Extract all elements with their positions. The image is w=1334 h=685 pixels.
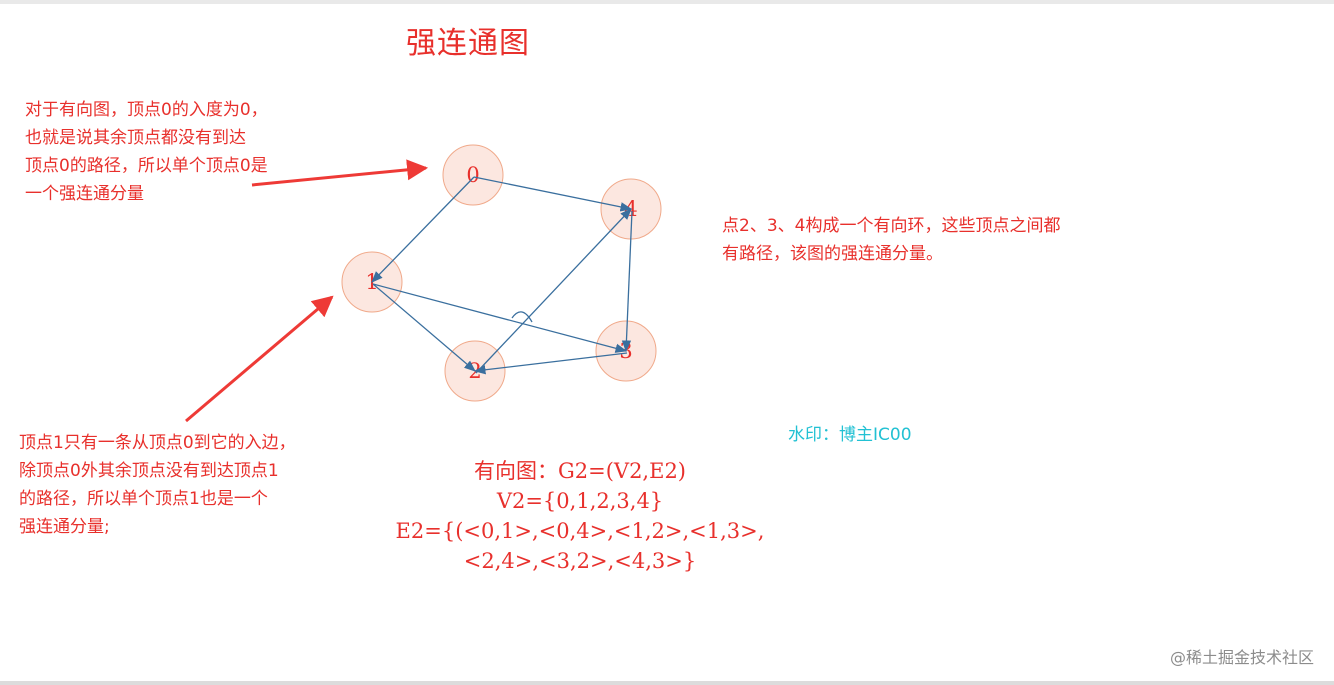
top-border <box>0 0 1334 4</box>
edge-crossing-jump <box>511 311 533 323</box>
note-cycle-line: 有路径，该图的强连通分量。 <box>722 244 943 264</box>
formula-block: 有向图：G2=(V2,E2) V2={0,1,2,3,4} E2={(<0,1>… <box>350 456 810 576</box>
node-0 <box>442 144 504 206</box>
edge-3-2 <box>473 352 628 375</box>
callout-arrow-vertex-1 <box>185 295 334 423</box>
note-vertex-1: 顶点1只有一条从顶点0到它的入边， 除顶点0外其余顶点没有到达顶点1 的路径，所… <box>19 429 296 541</box>
callout-arrow-vertex-0 <box>251 159 429 187</box>
watermark-text: 水印：博主IC00 <box>788 425 912 445</box>
bottom-border <box>0 681 1334 685</box>
page-title: 强连通图 <box>406 26 530 61</box>
edge-0-4 <box>473 176 633 212</box>
formula-line: 有向图：G2=(V2,E2) <box>473 459 686 483</box>
edge-4-3 <box>621 210 633 353</box>
edge-1-3 <box>372 283 628 353</box>
note-vertex-1-line: 的路径，所以单个顶点1也是一个 <box>19 489 268 509</box>
note-vertex-0-line: 对于有向图，顶点0的入度为0， <box>25 100 268 120</box>
note-vertex-0-line: 一个强连通分量 <box>25 184 144 204</box>
note-vertex-1-line: 顶点1只有一条从顶点0到它的入边， <box>19 433 296 453</box>
edge-layer <box>371 176 633 375</box>
note-cycle: 点2、3、4构成一个有向环，这些顶点之间都 有路径，该图的强连通分量。 <box>722 212 1060 268</box>
formula-line: E2={(<0,1>,<0,4>,<1,2>,<1,3>, <box>395 519 765 543</box>
formula-line: V2={0,1,2,3,4} <box>496 489 664 513</box>
note-vertex-0: 对于有向图，顶点0的入度为0， 也就是说其余顶点都没有到达 顶点0的路径，所以单… <box>25 96 268 208</box>
note-vertex-0-line: 顶点0的路径，所以单个顶点0是 <box>25 156 268 176</box>
edge-2-4 <box>475 208 632 374</box>
edge-1-2 <box>372 283 476 372</box>
note-vertex-1-line: 除顶点0外其余顶点没有到达顶点1 <box>19 461 279 481</box>
note-cycle-line: 点2、3、4构成一个有向环，这些顶点之间都 <box>722 216 1061 236</box>
edge-0-1 <box>371 176 475 283</box>
formula-line: <2,4>,<3,2>,<4,3>} <box>463 549 697 573</box>
note-vertex-0-line: 也就是说其余顶点都没有到达 <box>25 128 246 148</box>
note-vertex-1-line: 强连通分量; <box>19 517 110 537</box>
footer-watermark: @稀土掘金技术社区 <box>1169 648 1314 667</box>
